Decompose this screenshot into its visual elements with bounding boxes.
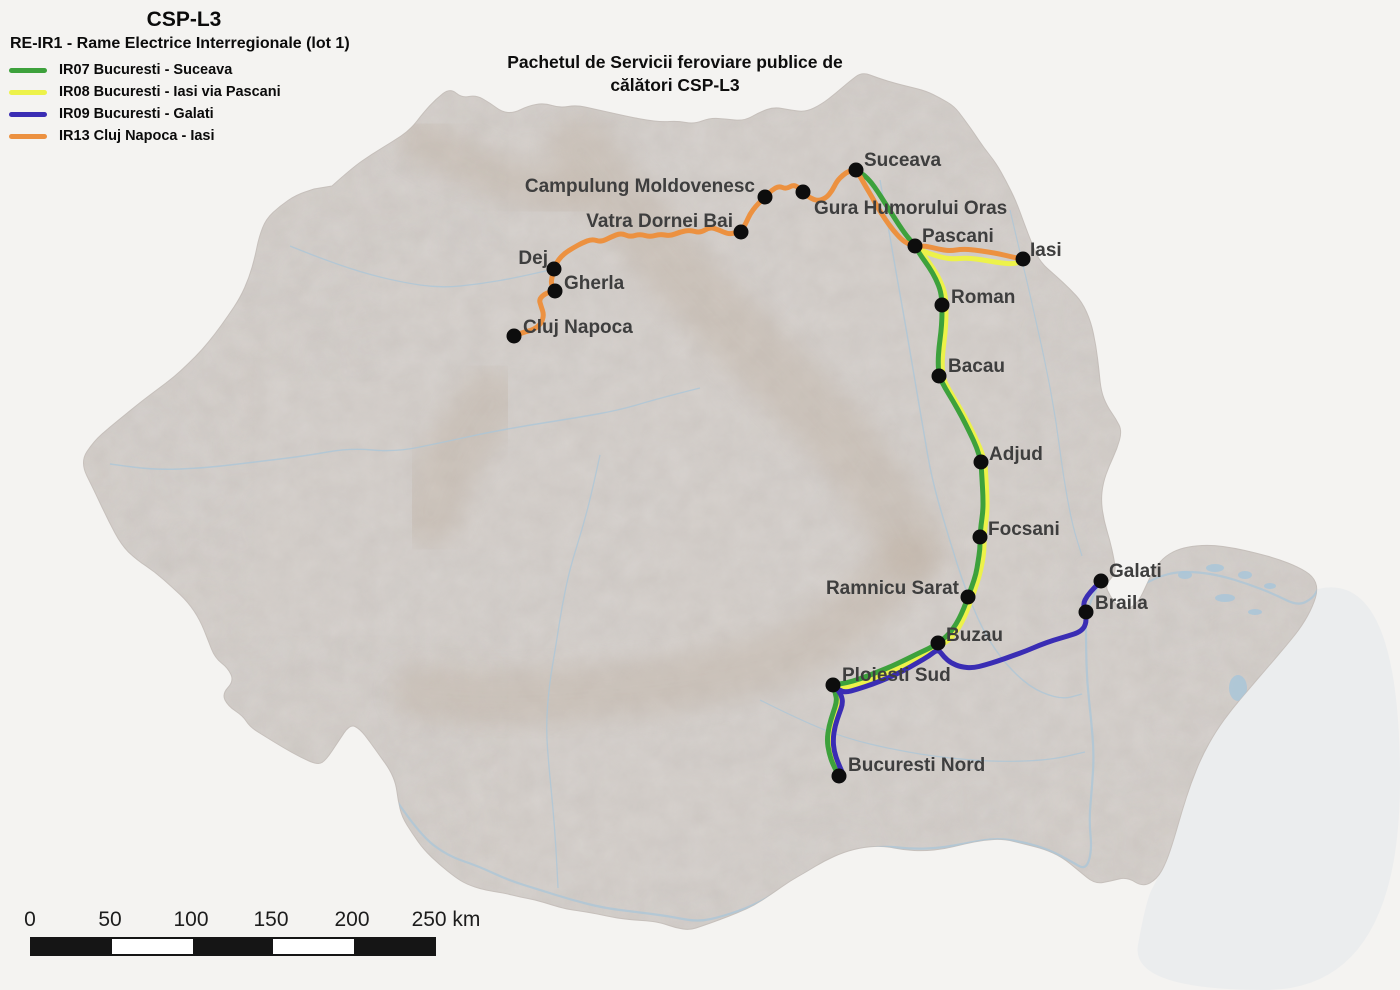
river <box>759 699 1086 762</box>
scale-segment <box>353 939 435 954</box>
station-dot <box>848 162 864 178</box>
station-dot <box>934 297 950 313</box>
station-dot <box>972 529 988 545</box>
legend-item-ir13: IR13 Cluj Napoca - Iasi <box>6 125 378 147</box>
station-dot <box>1078 604 1094 620</box>
legend-label: IR07 Bucuresti - Suceava <box>59 62 233 78</box>
legend-item-ir07: IR07 Bucuresti - Suceava <box>6 59 378 81</box>
station-dot <box>547 283 563 299</box>
scale-segment <box>273 939 354 954</box>
map-title: Pachetul de Servicii feroviare publice d… <box>425 51 925 97</box>
lake <box>1215 594 1235 602</box>
river <box>395 570 1317 922</box>
station-dot <box>825 677 841 693</box>
scale-bar: 0 50 100 150 200 250 km <box>24 905 530 956</box>
river <box>879 179 1083 699</box>
station-label: Dej <box>518 248 548 269</box>
relief-stroke <box>547 117 948 583</box>
scale-label: 200 <box>334 908 370 931</box>
station-label: Pascani <box>922 226 994 247</box>
lake <box>1178 571 1192 579</box>
river <box>109 387 701 470</box>
lake <box>1264 583 1276 589</box>
lake <box>1238 571 1252 579</box>
relief-stroke <box>392 532 933 725</box>
legend-label: IR13 Cluj Napoca - Iasi <box>59 128 215 144</box>
station-label: Gherla <box>564 273 625 294</box>
station-label: Braila <box>1095 593 1148 614</box>
relief-stroke <box>399 369 521 546</box>
station-label: Bucuresti Nord <box>848 755 985 776</box>
carpathian-relief <box>392 117 948 725</box>
station-dot <box>795 184 811 200</box>
legend-item-ir09: IR09 Bucuresti - Galati <box>6 103 378 125</box>
station-label: Adjud <box>989 444 1043 465</box>
station-label: Roman <box>951 287 1015 308</box>
station-label: Ploiesti Sud <box>842 665 951 686</box>
station-dot <box>831 768 847 784</box>
station-dot <box>1093 573 1109 589</box>
station-dot <box>733 224 749 240</box>
route-ir09-line <box>830 578 1104 777</box>
lake <box>1229 675 1247 701</box>
scale-label: 100 <box>173 908 209 931</box>
black-sea <box>1137 587 1400 990</box>
scale-bar-labels: 0 50 100 150 200 250 km <box>24 905 530 932</box>
scale-bar-segments <box>30 937 436 956</box>
station-label: Suceava <box>864 150 942 171</box>
legend-subtitle: RE-IR1 - Rame Electrice Interregionale (… <box>10 35 350 52</box>
rivers-layer <box>109 179 1317 922</box>
scale-label: 150 <box>253 908 289 931</box>
scale-label: 50 <box>98 908 122 931</box>
river <box>1009 209 1083 557</box>
station-label: Gura Humorului Oras <box>814 198 1007 219</box>
legend-label: IR09 Bucuresti - Galati <box>59 106 214 122</box>
station-label: Vatra Dornei Bai <box>586 211 733 232</box>
route-ir13-line <box>511 167 1026 339</box>
station-dot <box>931 368 947 384</box>
station-label: Campulung Moldovenesc <box>525 176 756 197</box>
station-label: Cluj Napoca <box>523 317 633 338</box>
station-label: Ramnicu Sarat <box>826 578 960 599</box>
station-dot <box>506 328 522 344</box>
scale-label: 0 <box>24 908 36 931</box>
river <box>546 454 601 889</box>
river <box>289 245 555 288</box>
legend-swatch-ir08 <box>9 89 47 95</box>
station-dot <box>930 635 946 651</box>
legend-title: CSP-L3 <box>146 8 222 31</box>
station-dot <box>960 589 976 605</box>
legend-swatch-ir07 <box>9 67 47 73</box>
station-label: Buzau <box>946 625 1003 646</box>
scale-segment <box>32 939 113 954</box>
station-label: Galati <box>1109 561 1162 582</box>
station-dot <box>1015 251 1031 267</box>
scale-label: 250 km <box>411 908 481 931</box>
lake <box>1248 609 1262 615</box>
station-label: Iasi <box>1030 240 1062 261</box>
scale-segment <box>112 939 193 954</box>
legend-swatch-ir09 <box>9 111 47 117</box>
station-label: Bacau <box>948 356 1005 377</box>
lake <box>1206 564 1224 572</box>
station-dot <box>546 261 562 277</box>
scale-segment <box>192 939 274 954</box>
map-title-line2: călători CSP-L3 <box>610 75 740 95</box>
legend-label: IR08 Bucuresti - Iasi via Pascani <box>59 84 281 100</box>
legend-panel: CSP-L3 RE-IR1 - Rame Electrice Interregi… <box>6 8 378 147</box>
relief-stroke <box>399 119 591 216</box>
legend-item-ir08: IR08 Bucuresti - Iasi via Pascani <box>6 81 378 103</box>
station-dot <box>757 189 773 205</box>
station-dot <box>907 238 923 254</box>
station-label: Focsani <box>988 519 1060 540</box>
station-dot <box>973 454 989 470</box>
legend-swatch-ir13 <box>9 133 47 139</box>
map-title-line1: Pachetul de Servicii feroviare publice d… <box>507 52 843 72</box>
